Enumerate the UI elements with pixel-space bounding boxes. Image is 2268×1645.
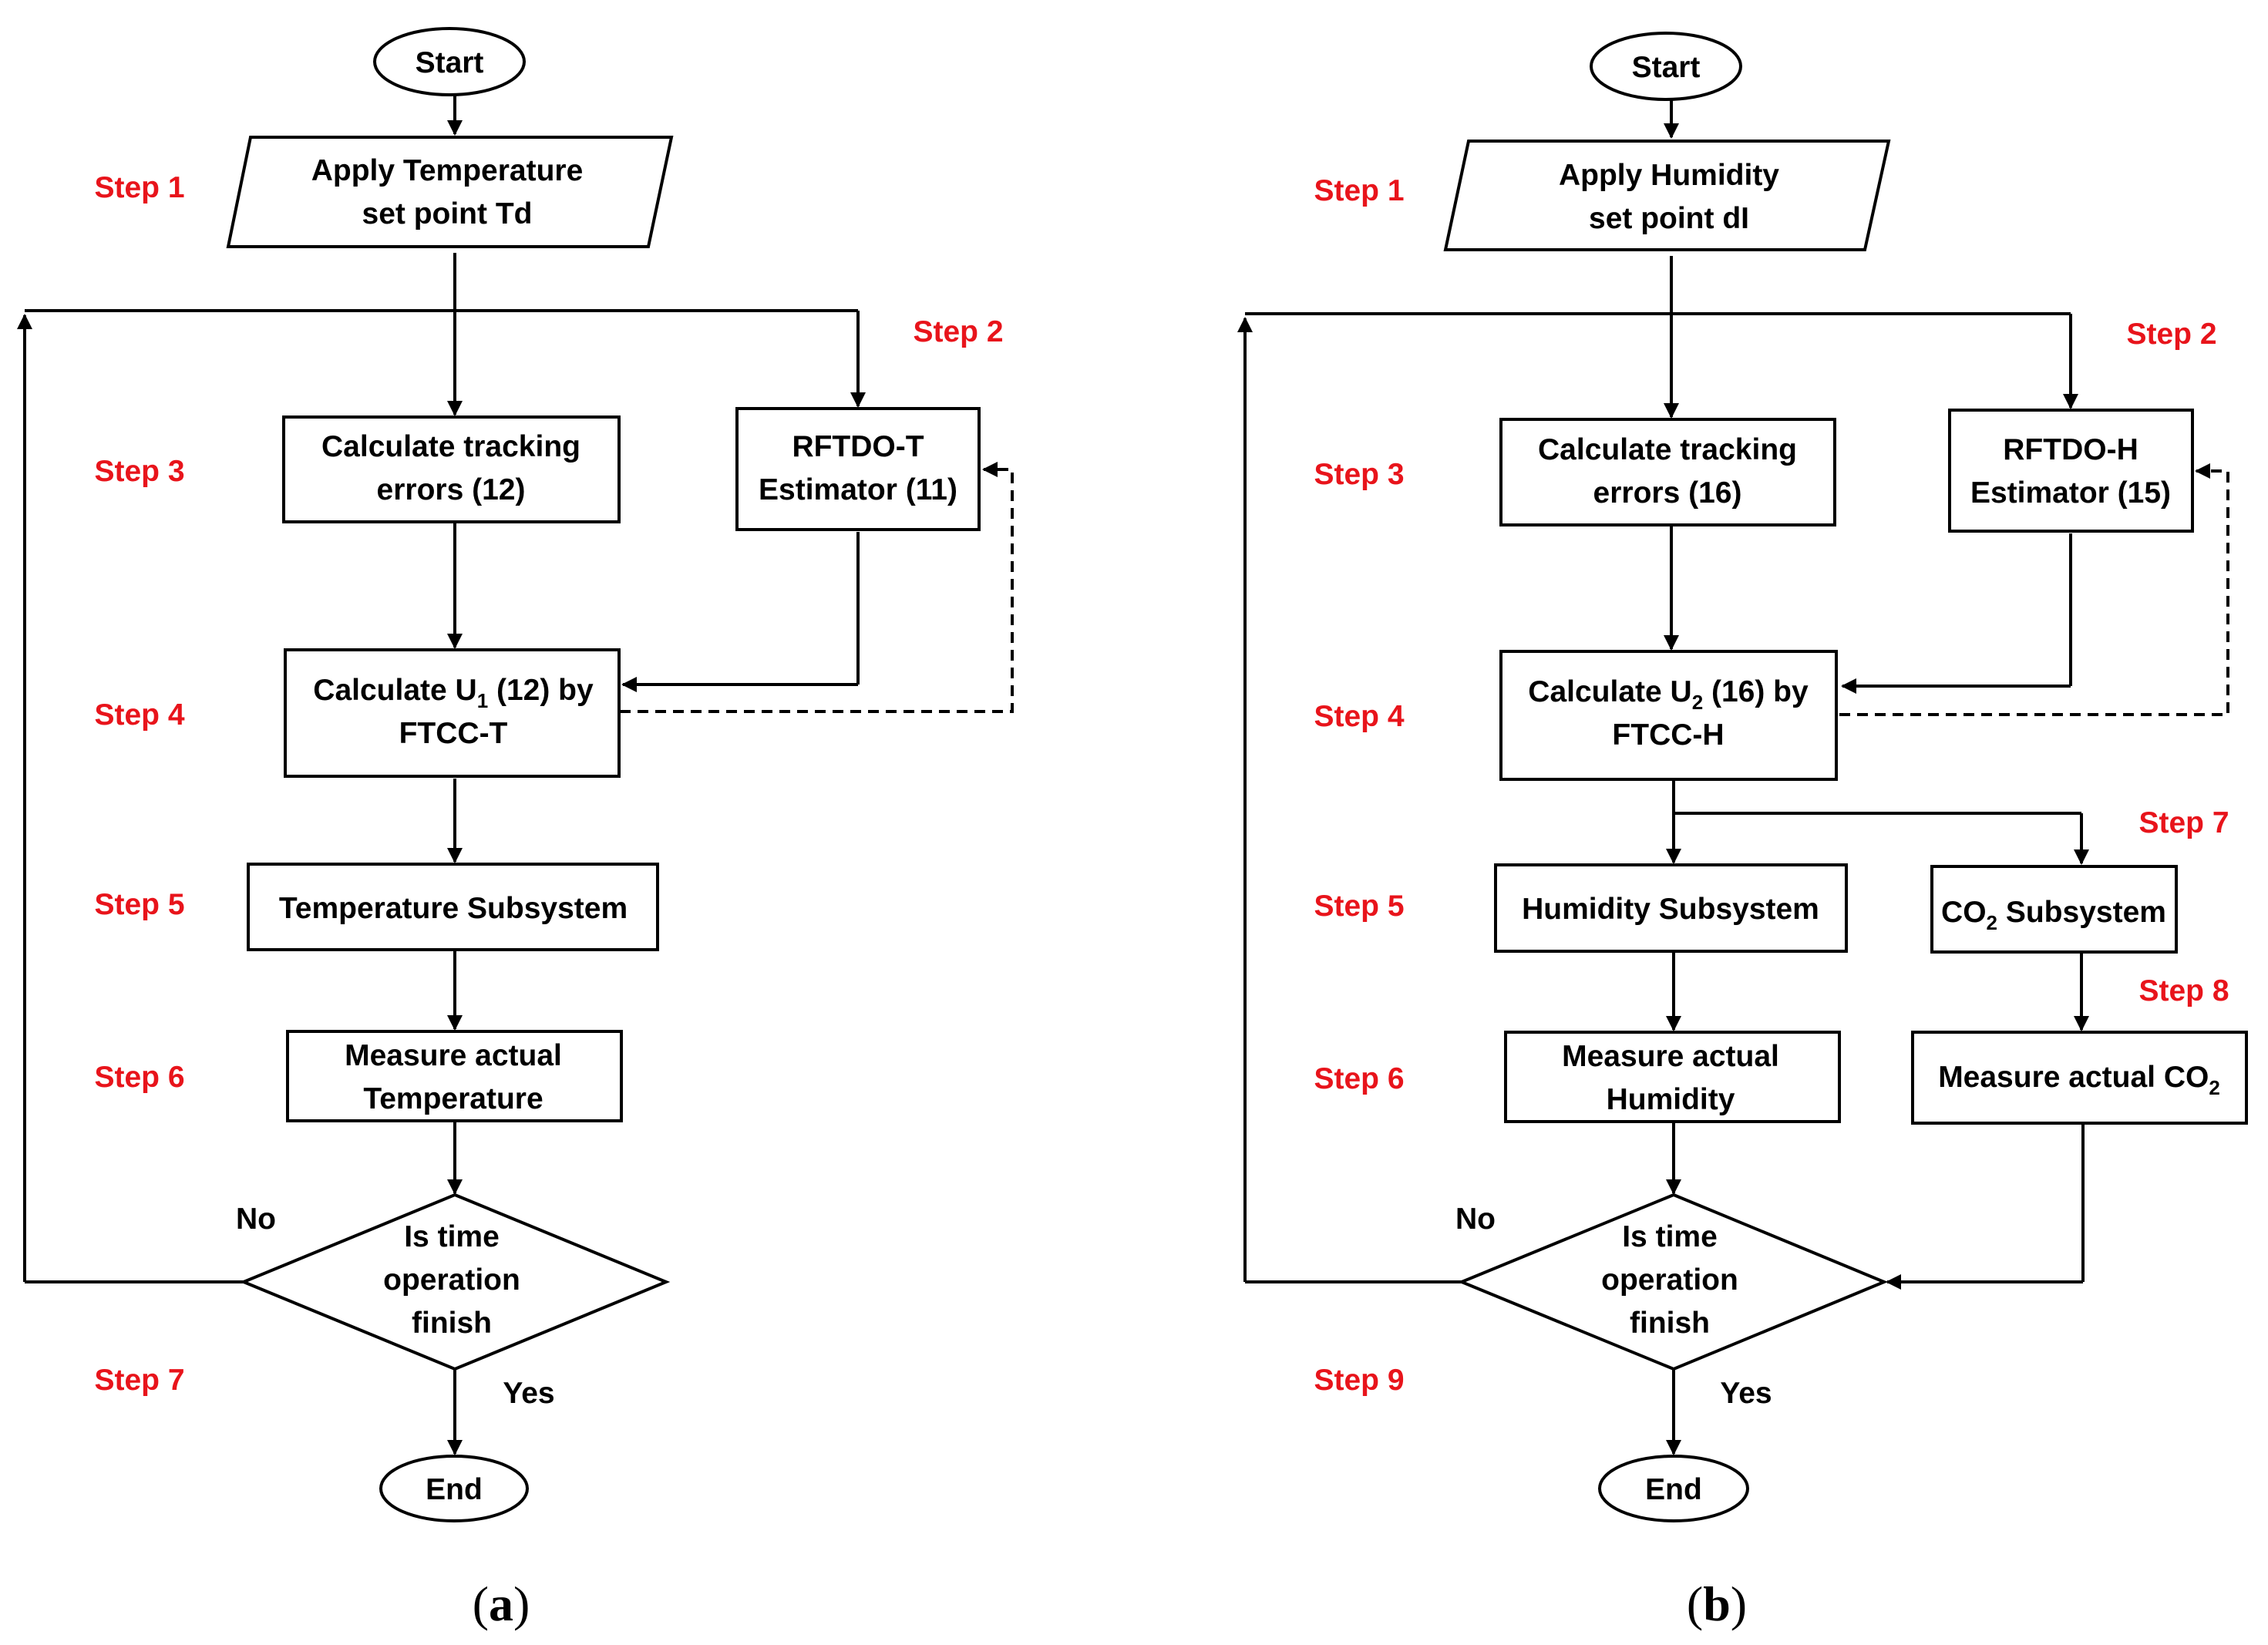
estimator-line2: Estimator (11) [759, 473, 957, 506]
step-label: Step 5 [94, 888, 184, 921]
tracking-line2: errors (12) [377, 473, 526, 506]
set-point-line2: set point dI [1589, 202, 1749, 235]
step-label: Step 9 [1314, 1364, 1404, 1397]
panel-b: Start Apply Humidity set point dI Calcul… [1237, 32, 2248, 1631]
tracking-line1: Calculate tracking [321, 430, 580, 463]
control-line2: FTCC-T [399, 717, 508, 750]
step-label: Step 3 [1314, 458, 1404, 491]
measure-line2: Humidity [1607, 1083, 1735, 1116]
panel-a: Start Apply Temperature set point Td Cal… [17, 27, 1014, 1631]
set-point-line1: Apply Humidity [1559, 159, 1779, 192]
panel-b-connectors [1237, 99, 2229, 1455]
panel-b-caption: (b) [1687, 1576, 1747, 1631]
step-label: Step 4 [1314, 700, 1404, 733]
estimator-box [1948, 409, 2194, 533]
estimator-box [735, 407, 981, 531]
calculate-tracking-errors-box [282, 415, 621, 523]
yes-label: Yes [1720, 1377, 1772, 1410]
humidity-subsystem-box [1494, 863, 1848, 953]
step-label: Step 6 [1314, 1062, 1404, 1095]
end-terminal [379, 1455, 529, 1522]
measure-temperature-box [286, 1030, 623, 1122]
estimator-line2: Estimator (15) [1970, 476, 2171, 510]
tracking-line1: Calculate tracking [1538, 433, 1797, 466]
set-point-line1: Apply Temperature [311, 154, 584, 187]
control-line2: FTCC-H [1612, 718, 1724, 752]
measure-line1: Measure actual [1562, 1040, 1779, 1073]
decision-line1: Is time [1622, 1220, 1718, 1253]
yes-label: Yes [503, 1377, 554, 1410]
control-law-box [1499, 650, 1838, 781]
time-finish-decision [239, 1193, 671, 1371]
step-label: Step 6 [94, 1061, 184, 1094]
co2-subsystem-box [1930, 865, 2178, 954]
humidity-set-point-input [1443, 140, 1891, 251]
step-label: Step 2 [2126, 318, 2216, 351]
measure-line2: Temperature [363, 1082, 543, 1115]
step-label: Step 5 [1314, 890, 1404, 923]
step-label: Step 7 [2138, 806, 2229, 839]
panel-a-caption: (a) [473, 1576, 530, 1631]
measure-line1: Measure actual [345, 1039, 562, 1072]
co2-subsystem-label: CO2 Subsystem [1941, 896, 2166, 934]
no-label: No [236, 1203, 276, 1236]
start-terminal [1590, 32, 1742, 101]
start-label: Start [1632, 51, 1701, 84]
estimator-line1: RFTDO-T [792, 430, 924, 463]
step-label: Step 1 [94, 171, 184, 204]
control-line1: Calculate U2 (16) by [1528, 675, 1809, 714]
end-label: End [1645, 1473, 1702, 1506]
measure-co2-label: Measure actual CO2 [1938, 1061, 2220, 1099]
end-terminal [1598, 1455, 1749, 1522]
estimator-line1: RFTDO-H [2003, 433, 2138, 466]
calculate-tracking-errors-box [1499, 418, 1836, 526]
decision-line2: operation [1601, 1263, 1738, 1297]
measure-humidity-box [1504, 1031, 1841, 1123]
step-label: Step 2 [913, 315, 1003, 348]
measure-co2-box [1911, 1031, 2248, 1125]
control-law-box [284, 648, 621, 778]
decision-line2: operation [383, 1263, 520, 1297]
set-point-line2: set point Td [362, 197, 533, 230]
step-label: Step 4 [94, 698, 184, 732]
step-label: Step 7 [94, 1364, 184, 1397]
step-label: Step 8 [2138, 974, 2229, 1008]
step-label: Step 1 [1314, 174, 1404, 207]
end-label: End [426, 1473, 483, 1506]
start-terminal [373, 27, 526, 96]
subsystem-label: Humidity Subsystem [1522, 893, 1819, 926]
tracking-line2: errors (16) [1593, 476, 1742, 510]
time-finish-decision [1457, 1193, 1889, 1371]
control-line1: Calculate U1 (12) by [313, 674, 594, 712]
panel-a-connectors [17, 96, 1014, 1455]
temperature-set-point-input [226, 136, 674, 248]
temperature-subsystem-box [247, 863, 659, 951]
decision-line1: Is time [404, 1220, 500, 1253]
subsystem-label: Temperature Subsystem [279, 892, 628, 925]
no-label: No [1455, 1203, 1496, 1236]
decision-line3: finish [412, 1307, 492, 1340]
decision-line3: finish [1630, 1307, 1710, 1340]
step-label: Step 3 [94, 455, 184, 488]
start-label: Start [416, 46, 484, 79]
